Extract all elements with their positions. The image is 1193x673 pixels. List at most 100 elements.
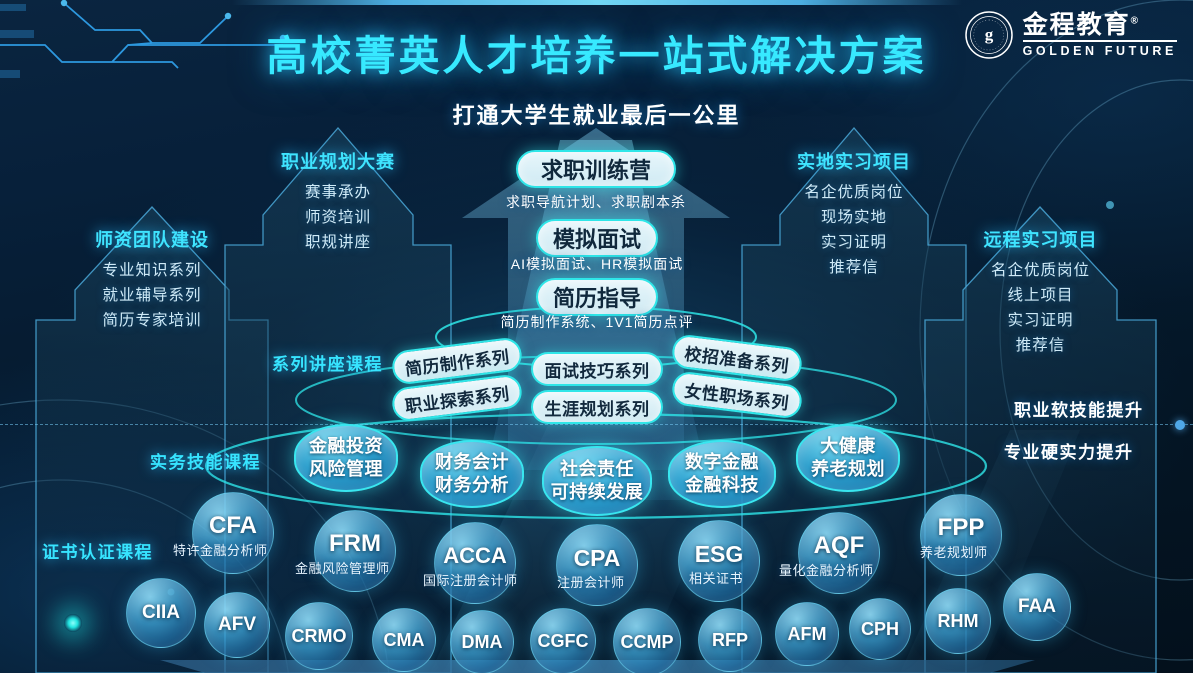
- pyramid-caption-jobcamp: 求职导航计划、求职剧本杀: [506, 194, 686, 210]
- certificate-courses-label: 证书认证课程: [42, 543, 153, 562]
- skill-oval-digital-finance[interactable]: 数字金融 金融科技: [668, 440, 776, 508]
- arrow-block-items: 赛事承办 师资培训 职规讲座: [225, 180, 451, 255]
- logo-cn-text: 金程教育®: [1022, 10, 1140, 39]
- cert-circle-rfp[interactable]: RFP: [698, 608, 762, 672]
- arrow-item: 线上项目: [1007, 287, 1074, 304]
- logo-en-text: GOLDEN FUTURE: [1022, 44, 1177, 59]
- cert-code: FRM: [329, 530, 381, 557]
- skill-line2: 财务分析: [435, 475, 509, 495]
- divider-dot: [1175, 420, 1185, 430]
- circuit-decoration: [0, 0, 287, 78]
- cert-sub-esg: 相关证书: [689, 571, 744, 586]
- cert-circle-acca[interactable]: ACCA: [434, 522, 516, 604]
- cert-code: CRMO: [291, 625, 347, 646]
- skill-oval-accounting[interactable]: 财务会计 财务分析: [420, 440, 524, 508]
- skill-line2: 可持续发展: [550, 482, 644, 502]
- pyramid-caption-resume: 简历制作系统、1V1简历点评: [500, 314, 694, 330]
- skill-line2: 金融科技: [685, 475, 759, 495]
- cert-circle-dma[interactable]: DMA: [450, 610, 514, 673]
- cert-code: CFA: [209, 512, 257, 539]
- pyramid-pill-jobcamp[interactable]: 求职训练营: [516, 150, 676, 188]
- cert-code: CPH: [860, 618, 899, 639]
- logo-emblem-icon: g: [964, 11, 1013, 59]
- skill-oval-health-pension[interactable]: 大健康 养老规划: [796, 424, 900, 492]
- pyramid-caption-mockinterview: AI模拟面试、HR模拟面试: [510, 256, 684, 272]
- arrow-block-onsite-internship[interactable]: 实地实习项目 名企优质岗位 现场实地 实习证明 推荐信: [742, 122, 966, 317]
- practical-skills-label: 实务技能课程: [150, 453, 261, 472]
- skill-line1: 金融投资: [309, 436, 383, 456]
- cert-code: CPA: [573, 544, 621, 571]
- skill-line1: 财务会计: [435, 452, 509, 472]
- arrow-block-career-contest[interactable]: 职业规划大赛 赛事承办 师资培训 职规讲座: [225, 122, 451, 292]
- cert-circle-ciia[interactable]: CIIA: [126, 578, 196, 648]
- cert-sub-frm: 金融风险管理师: [295, 561, 390, 576]
- skill-line2: 风险管理: [309, 459, 383, 479]
- cert-sub-acca: 国际注册会计师: [423, 573, 518, 588]
- page-subtitle: 打通大学生就业最后一公里: [452, 103, 741, 128]
- cert-circle-faa[interactable]: FAA: [1003, 573, 1071, 641]
- arrow-block-items: 专业知识系列 就业辅导系列 简历专家培训: [36, 258, 268, 333]
- arrow-block-teacher-team[interactable]: 师资团队建设 专业知识系列 就业辅导系列 简历专家培训: [36, 200, 268, 370]
- skill-line1: 大健康: [820, 436, 876, 456]
- pyramid-pill-resume[interactable]: 简历指导: [536, 278, 658, 316]
- arrow-item: 名企优质岗位: [804, 184, 904, 201]
- arrow-item: 赛事承办: [304, 184, 371, 201]
- cert-code: RHM: [937, 610, 979, 631]
- cert-circle-cpa[interactable]: CPA: [556, 524, 638, 606]
- arrow-item: 专业知识系列: [102, 262, 202, 279]
- cert-circle-cgfc[interactable]: CGFC: [530, 608, 596, 673]
- cert-sub-fpp: 养老规划师: [920, 545, 988, 560]
- cert-circle-afm[interactable]: AFM: [775, 602, 839, 666]
- arrow-block-remote-internship[interactable]: 远程实习项目 名企优质岗位 线上项目 实习证明 推荐信: [925, 200, 1156, 395]
- lecture-pill-interview-skill[interactable]: 面试技巧系列: [531, 352, 663, 386]
- brand-logo[interactable]: g 金程教育® GOLDEN FUTURE: [964, 10, 1177, 60]
- skill-oval-finance-investment[interactable]: 金融投资 风险管理: [294, 424, 398, 492]
- glow-dot: [64, 614, 82, 632]
- pyramid-pill-mockinterview[interactable]: 模拟面试: [536, 219, 658, 257]
- header-accent-bar: [232, 0, 962, 5]
- cert-code: CIIA: [142, 602, 180, 623]
- arrow-item: 推荐信: [829, 259, 879, 276]
- arrow-block-items: 名企优质岗位 线上项目 实习证明 推荐信: [925, 258, 1156, 358]
- cert-code: AFV: [218, 614, 256, 635]
- skill-oval-social-responsibility[interactable]: 社会责任 可持续发展: [542, 446, 652, 516]
- arrow-item: 师资培训: [304, 209, 371, 226]
- lecture-pill-life-planning[interactable]: 生涯规划系列: [531, 390, 663, 424]
- section-divider: [0, 420, 1193, 430]
- cert-code: CCMP: [620, 631, 674, 652]
- cert-circle-rhm[interactable]: RHM: [925, 588, 991, 654]
- arrow-item: 简历专家培训: [102, 312, 202, 329]
- cert-code: DMA: [461, 631, 503, 652]
- skill-line1: 社会责任: [560, 459, 634, 479]
- cert-sub-cfa: 特许金融分析师: [173, 543, 268, 558]
- lecture-series-label: 系列讲座课程: [272, 355, 383, 374]
- base-platform: [160, 660, 1035, 673]
- cert-circle-aqf[interactable]: AQF: [798, 512, 880, 594]
- cert-circle-frm[interactable]: FRM: [314, 510, 396, 592]
- svg-text:g: g: [984, 25, 993, 44]
- cert-sub-aqf: 量化金融分析师: [779, 563, 874, 578]
- hard-skill-label: 专业硬实力提升: [1004, 443, 1134, 462]
- soft-skill-label: 职业软技能提升: [1014, 401, 1144, 420]
- cert-circle-afv[interactable]: AFV: [204, 592, 270, 658]
- arrow-block-title: 师资团队建设: [95, 230, 209, 250]
- cert-code: FPP: [937, 514, 985, 541]
- arrow-item: 就业辅导系列: [102, 287, 202, 304]
- cert-code: FAA: [1018, 596, 1056, 617]
- cert-circle-crmo[interactable]: CRMO: [285, 602, 353, 670]
- arrow-block-title: 职业规划大赛: [281, 152, 395, 172]
- cert-circle-esg[interactable]: ESG: [678, 520, 760, 602]
- cert-circle-cma[interactable]: CMA: [372, 608, 436, 672]
- cert-circle-fpp[interactable]: FPP: [920, 494, 1002, 576]
- page-title: 高校菁英人才培养一站式解决方案: [266, 33, 927, 79]
- arrow-item: 推荐信: [1015, 337, 1066, 354]
- cert-circle-cph[interactable]: CPH: [849, 598, 911, 660]
- cert-circle-cfa[interactable]: CFA: [192, 492, 274, 574]
- arrow-item: 现场实地: [820, 209, 887, 226]
- cert-code: ACCA: [443, 543, 507, 568]
- logo-divider: [1022, 40, 1177, 43]
- cert-code: CMA: [383, 629, 425, 650]
- cert-circle-ccmp[interactable]: CCMP: [613, 608, 681, 673]
- cert-code: ESG: [694, 540, 744, 567]
